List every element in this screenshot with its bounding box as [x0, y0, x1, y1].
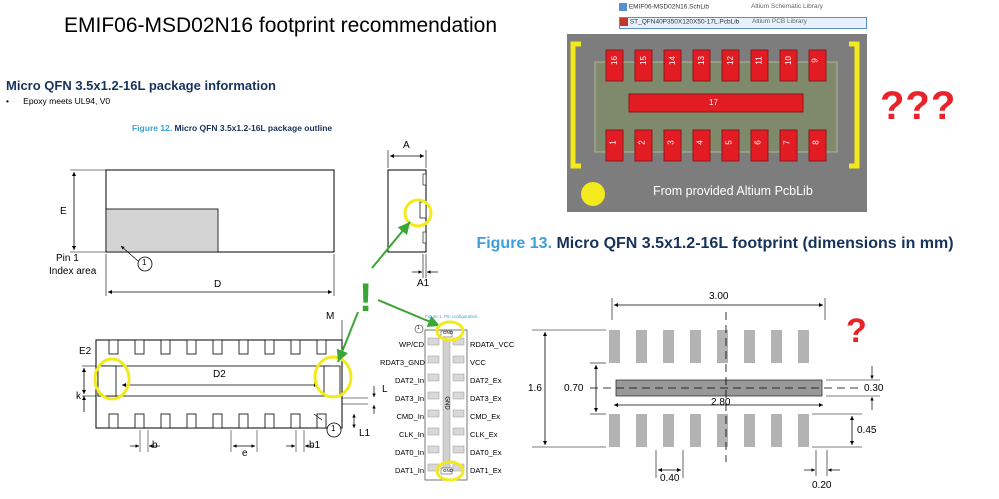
label-L: L	[382, 384, 388, 395]
right-pin-label: DAT0_Ex	[470, 448, 502, 457]
bullet-text: Epoxy meets UL94, V0	[23, 96, 111, 106]
altium-file-name: ST_QFN40P350X120X50-17L.PcbLib	[629, 18, 740, 26]
label-b1: b1	[309, 440, 321, 451]
label-b: b	[152, 440, 158, 451]
bottom-view-bottom-pads	[108, 413, 327, 429]
bottom-view-center-pad	[97, 365, 331, 397]
pin1-callout	[137, 256, 153, 272]
dim-center-pad-h: 0.70	[564, 383, 584, 394]
figure12-number: Figure 12.	[132, 123, 173, 133]
altium-footprint-view	[567, 34, 867, 212]
gnd-bottom-highlight	[435, 460, 465, 482]
dim-width: 3.00	[709, 291, 729, 302]
figure13-number: Figure 13.	[476, 235, 553, 252]
dim-height: 1.6	[528, 383, 542, 394]
bullet-marker: •	[6, 96, 9, 106]
label-E2: E2	[79, 346, 92, 357]
figure13-text: Micro QFN 3.5x1.2-16L footprint (dimensi…	[556, 235, 954, 252]
pin-config-caption: Figure 1. Pin configuration	[425, 314, 478, 319]
label-L1: L1	[359, 428, 371, 439]
question-triple: ???	[880, 84, 957, 128]
green-arrow-pinout	[377, 299, 441, 327]
footprint-top-pads	[609, 330, 809, 363]
pin1-index-area	[105, 208, 219, 253]
left-pin-label: WP/CD	[399, 340, 424, 349]
altium-file-list: EMIF06-MSD02N16.SchLib Altium Schematic …	[619, 2, 867, 30]
left-pin-label: CLK_In	[398, 430, 424, 439]
left-pin-label: DAT2_In	[394, 376, 424, 385]
figure13-caption: Figure 13. Micro QFN 3.5x1.2-16L footpri…	[455, 233, 975, 254]
figure12-text: Micro QFN 3.5x1.2-16L package outline	[174, 123, 333, 133]
label-D: D	[214, 279, 222, 290]
pin-config-callout: 1	[417, 325, 420, 331]
right-pin-label: DAT3_Ex	[470, 394, 502, 403]
label-A: A	[403, 140, 410, 151]
pin-config-left-pins	[427, 337, 440, 472]
question-single: ?	[846, 312, 867, 350]
dim-pad-w: 0.20	[812, 480, 832, 491]
bottom-left-highlight	[93, 357, 131, 401]
figure12-caption: Figure 12. Micro QFN 3.5x1.2-16L package…	[132, 123, 332, 133]
altium-caption: From provided Altium PcbLib	[653, 184, 813, 198]
pin-config-gnd-top: GND	[443, 330, 453, 335]
right-pin-label: RDATA_VCC	[470, 340, 515, 349]
left-pin-label: DAT1_In	[394, 466, 424, 475]
side-view-highlight	[403, 198, 433, 228]
bottom-view-top-pads	[108, 339, 327, 355]
pin-config-left-labels: WP/CD RDAT3_GND DAT2_In DAT3_In CMD_In C…	[380, 336, 425, 480]
dim-pitch: 0.40	[660, 473, 680, 484]
label-e: e	[242, 448, 248, 459]
left-pin-label: RDAT3_GND	[380, 358, 425, 367]
altium-file-row[interactable]: EMIF06-MSD02N16.SchLib Altium Schematic …	[619, 3, 867, 15]
center-pad-label: 17	[709, 98, 718, 107]
dim-pitch-span: 2.80	[711, 397, 731, 408]
green-exclamation: !	[359, 276, 373, 320]
green-arrow-bottom	[336, 311, 359, 363]
altium-pcblib-panel: EMIF06-MSD02N16.SchLib Altium Schematic …	[567, 0, 867, 212]
left-pin-label: CMD_In	[396, 412, 424, 421]
schlib-file-icon	[619, 3, 627, 11]
package-info-bullet: • Epoxy meets UL94, V0	[6, 96, 110, 106]
footprint-bottom-pads	[609, 414, 809, 447]
right-pin-label: CLK_Ex	[470, 430, 498, 439]
dim-pad-len: 0.45	[857, 425, 877, 436]
label-index-area: Index area	[49, 266, 97, 277]
dim-center-pad-gap: 0.30	[864, 383, 884, 394]
altium-file-row-selected[interactable]: ST_QFN40P350X120X50-17L.PcbLib Altium PC…	[619, 17, 867, 29]
altium-file-name: EMIF06-MSD02N16.SchLib	[628, 3, 710, 11]
bottom-callout	[326, 422, 342, 438]
right-pin-label: DAT1_Ex	[470, 466, 502, 475]
pin-config-right-labels: RDATA_VCC VCC DAT2_Ex DAT3_Ex CMD_Ex CLK…	[470, 336, 514, 480]
label-callout-top: 1	[142, 258, 147, 267]
page-title: EMIF06-MSD02N16 footprint recommendation	[64, 14, 498, 37]
right-pin-label: VCC	[470, 358, 486, 367]
altium-file-type: Altium PCB Library	[752, 18, 807, 25]
label-D2: D2	[213, 369, 226, 380]
bottom-right-highlight	[313, 355, 353, 399]
left-pin-label: DAT3_In	[394, 394, 424, 403]
altium-file-type: Altium Schematic Library	[751, 3, 823, 10]
package-info-heading: Micro QFN 3.5x1.2-16L package informatio…	[6, 78, 276, 93]
label-callout-bottom: 1	[331, 424, 336, 433]
label-E: E	[60, 206, 67, 217]
label-k: k	[76, 391, 81, 402]
right-pin-label: CMD_Ex	[470, 412, 501, 421]
label-M: M	[326, 311, 335, 322]
green-arrow-side	[371, 221, 411, 269]
left-pin-label: DAT0_In	[394, 448, 424, 457]
gnd-top-highlight	[435, 320, 465, 342]
pin-config-gnd-bottom: GND	[443, 468, 453, 473]
pcblib-file-icon	[620, 18, 628, 26]
right-pin-label: DAT2_Ex	[470, 376, 502, 385]
label-pin1: Pin 1	[56, 253, 79, 264]
label-A1: A1	[417, 278, 430, 289]
